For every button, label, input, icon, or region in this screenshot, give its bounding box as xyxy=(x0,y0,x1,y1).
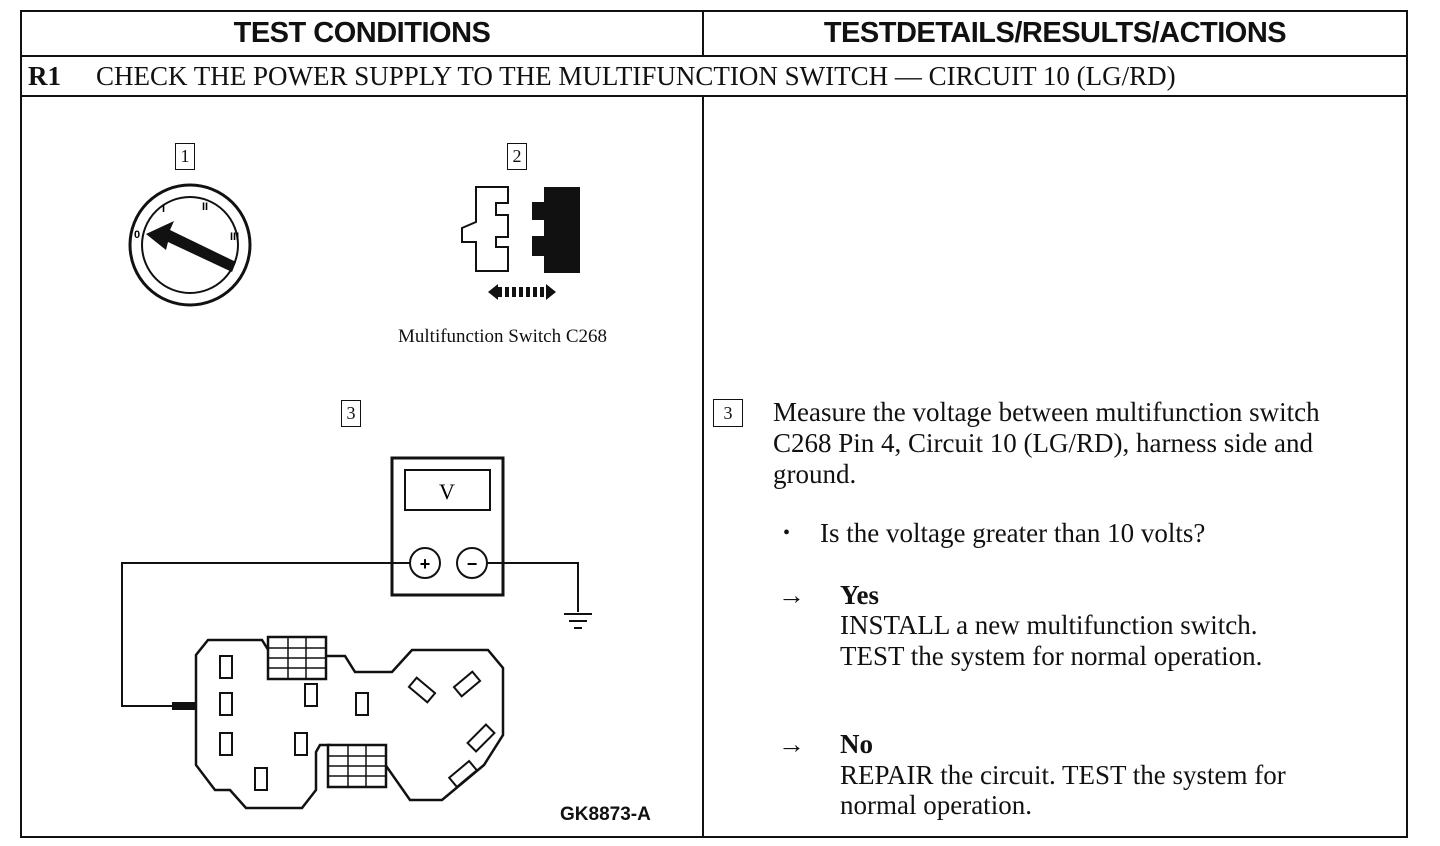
figure-1-label: 1 xyxy=(175,143,195,170)
ignition-switch-icon: 0 I II III xyxy=(128,183,252,307)
no-line-1: REPAIR the circuit. TEST the system for xyxy=(840,760,1286,790)
bullet: • xyxy=(783,522,791,544)
yes-line-2: TEST the system for normal operation. xyxy=(840,641,1263,671)
ignition-pos-2: II xyxy=(202,201,208,213)
step-number: R1 xyxy=(28,60,61,91)
meter-display: V xyxy=(439,479,455,504)
ignition-pos-1: I xyxy=(162,203,165,215)
step-row: R1 CHECK THE POWER SUPPLY TO THE MULTIFU… xyxy=(22,57,1406,97)
figure-2-label: 2 xyxy=(507,143,527,170)
yes-label: Yes xyxy=(840,580,879,610)
instruction-line-1: Measure the voltage between multifunctio… xyxy=(773,397,1320,427)
question-text: Is the voltage greater than 10 volts? xyxy=(820,518,1206,548)
connector-caption: Multifunction Switch C268 xyxy=(398,326,607,347)
detail-step-label: 3 xyxy=(713,399,743,427)
step-title: CHECK THE POWER SUPPLY TO THE MULTIFUNCT… xyxy=(96,60,1176,91)
voltmeter-icon: V + − xyxy=(390,456,505,597)
harness-connector-icon xyxy=(194,635,505,810)
yes-arrow: → xyxy=(778,580,805,610)
no-line-2: normal operation. xyxy=(840,790,1032,820)
no-arrow: → xyxy=(778,729,805,759)
meter-minus: − xyxy=(467,554,478,574)
figure-3-label: 3 xyxy=(341,400,361,427)
yes-line-1: INSTALL a new multifunction switch. xyxy=(840,610,1258,640)
ignition-pos-0: 0 xyxy=(134,229,140,241)
ignition-pos-3: III xyxy=(230,231,239,243)
instruction-line-2: C268 Pin 4, Circuit 10 (LG/RD), harness … xyxy=(773,428,1313,458)
connector-icon xyxy=(461,186,580,300)
procedure-table: TEST CONDITIONS TESTDETAILS/RESULTS/ACTI… xyxy=(20,10,1408,838)
ground-icon xyxy=(564,613,592,629)
figure-id: GK8873-A xyxy=(560,804,651,825)
header-test-conditions: TEST CONDITIONS xyxy=(22,12,704,57)
no-label: No xyxy=(840,729,873,759)
instruction-line-3: ground. xyxy=(773,459,857,489)
column-divider xyxy=(702,97,704,836)
meter-plus: + xyxy=(420,554,431,574)
header-test-details: TESTDETAILS/RESULTS/ACTIONS xyxy=(704,12,1406,57)
